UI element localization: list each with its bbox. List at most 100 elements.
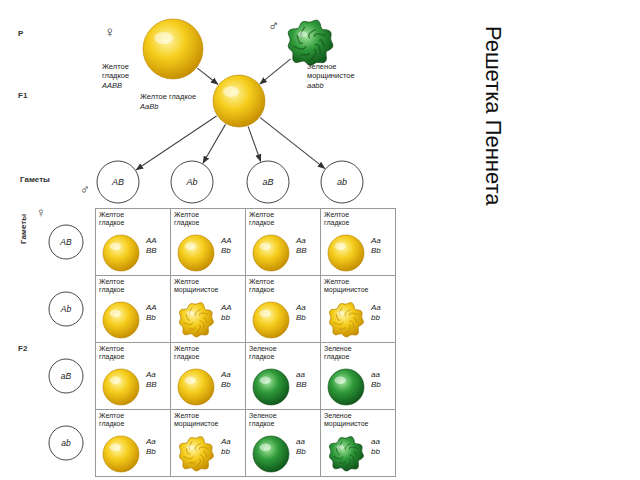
genotype-text: Aa bb xyxy=(371,303,389,322)
punnett-cell: Желтое гладкоеAa BB xyxy=(95,342,171,410)
pea-highlight xyxy=(154,32,173,44)
cross-arrow xyxy=(260,59,291,84)
pea-highlight xyxy=(260,377,271,385)
gamete-text: AB xyxy=(48,224,84,260)
punnett-cell: Желтое гладкоеAa BB xyxy=(245,208,321,276)
phenotype-text: Желтое гладкое xyxy=(249,211,293,228)
pea-body xyxy=(253,235,289,271)
gamete-circle: Ab xyxy=(48,291,84,327)
gamete-text: ab xyxy=(320,160,364,204)
pea-wrinkle xyxy=(301,53,309,55)
gamete-circle: aB xyxy=(48,358,84,394)
pea-highlight xyxy=(185,243,196,251)
punnett-cell: Зеленое гладкоеaa Bb xyxy=(245,409,321,477)
phenotype-text: Желтое гладкое xyxy=(99,278,143,295)
pea-body xyxy=(253,302,289,338)
genotype-text: Aa bb xyxy=(221,437,239,456)
pea-body xyxy=(178,369,214,405)
phenotype-text: Зеленое морщинистое xyxy=(307,62,373,80)
gamete-ring xyxy=(247,161,289,203)
pea-illustration xyxy=(102,301,140,339)
pea-wrinkle xyxy=(197,325,201,333)
pea-highlight xyxy=(110,444,121,452)
sex-symbol: ♀ xyxy=(36,206,46,219)
punnett-cell: Желтое гладкоеAA Bb xyxy=(95,275,171,343)
pea-illustration xyxy=(142,18,204,80)
generation-label: F2 xyxy=(18,345,27,353)
cross-arrow xyxy=(248,126,260,161)
genotype-text: Aa BB xyxy=(146,370,164,389)
pea-body xyxy=(329,437,363,471)
phenotype-text: Желтое гладкое xyxy=(99,412,143,429)
phenotype-text: Желтое гладкое xyxy=(174,211,218,228)
pea-highlight xyxy=(187,445,194,450)
pea-wrinkle xyxy=(353,451,357,457)
pea-wrinkle xyxy=(199,447,207,449)
pea-body xyxy=(179,303,213,337)
pea-body xyxy=(179,437,213,471)
pea-highlight xyxy=(187,311,194,316)
gamete-circle: ab xyxy=(48,425,84,461)
pea-illustration xyxy=(327,234,365,272)
genotype-text: Aa BB xyxy=(296,236,314,255)
pea-highlight xyxy=(260,444,271,452)
gamete-circle: AB xyxy=(96,160,140,204)
pea-highlight xyxy=(337,311,344,316)
cross-arrow xyxy=(203,124,225,163)
pea-highlight xyxy=(110,243,121,251)
phenotype-text: Зеленое гладкое xyxy=(249,412,293,429)
gamete-text: AB xyxy=(96,160,140,204)
gametes-label: Гаметы xyxy=(20,176,50,184)
pea-illustration xyxy=(327,435,365,473)
gamete-text: aB xyxy=(48,358,84,394)
parent-pea: Зеленое морщинистоеaabb xyxy=(283,16,378,96)
gamete-ring xyxy=(171,161,213,203)
gamete-ring xyxy=(321,161,363,203)
pea-highlight xyxy=(260,310,271,318)
pea-illustration xyxy=(177,368,215,406)
genotype-text: AaBb xyxy=(140,102,214,111)
gamete-text: Ab xyxy=(48,291,84,327)
pea-body xyxy=(328,235,364,271)
gamete-text: Ab xyxy=(170,160,214,204)
pea-illustration xyxy=(102,435,140,473)
genotype-text: AA Bb xyxy=(221,236,239,255)
pea-wrinkle xyxy=(339,327,345,329)
gamete-circle: Ab xyxy=(170,160,214,204)
phenotype-text: Желтое гладкое xyxy=(102,62,146,80)
generation-label: F1 xyxy=(18,92,27,100)
gamete-ring xyxy=(49,292,83,326)
phenotype-text: Желтое гладкое xyxy=(249,278,293,295)
pea-wrinkle xyxy=(203,317,207,323)
pea-illustration xyxy=(177,301,215,339)
sex-symbol: ♀ xyxy=(104,24,115,39)
gamete-ring xyxy=(49,225,83,259)
phenotype-text: Желтое гладкое xyxy=(324,211,368,228)
sex-symbol: ♂ xyxy=(80,183,90,196)
pea-illustration xyxy=(327,368,365,406)
gamete-circle: AB xyxy=(48,224,84,260)
punnett-cell: Зеленое гладкоеaa BB xyxy=(245,342,321,410)
phenotype-text: Желтое гладкое xyxy=(99,345,143,362)
genotype-text: aa Bb xyxy=(296,437,314,456)
gamete-ring xyxy=(97,161,139,203)
pea-illustration xyxy=(177,435,215,473)
phenotype-text: Желтое морщинистое xyxy=(324,278,368,295)
phenotype-text: Зеленое гладкое xyxy=(324,345,368,362)
pea-illustration xyxy=(285,18,335,68)
pea-body xyxy=(328,369,364,405)
genotype-text: aa BB xyxy=(296,370,314,389)
pea-wrinkle xyxy=(349,313,357,315)
punnett-cell: Желтое гладкоеAa Bb xyxy=(95,409,171,477)
genotype-text: Aa Bb xyxy=(146,437,164,456)
punnett-cell: Желтое морщинистоеAA bb xyxy=(170,275,246,343)
pea-wrinkle xyxy=(347,459,351,467)
punnett-cell: Желтое морщинистоеAa bb xyxy=(320,275,396,343)
pea-body xyxy=(103,302,139,338)
pea-wrinkle xyxy=(311,49,316,60)
pea-illustration xyxy=(177,234,215,272)
cross-arrow xyxy=(136,116,216,170)
punnett-cell: Желтое гладкоеAA Bb xyxy=(170,208,246,276)
genotype-text: AA BB xyxy=(146,236,164,255)
